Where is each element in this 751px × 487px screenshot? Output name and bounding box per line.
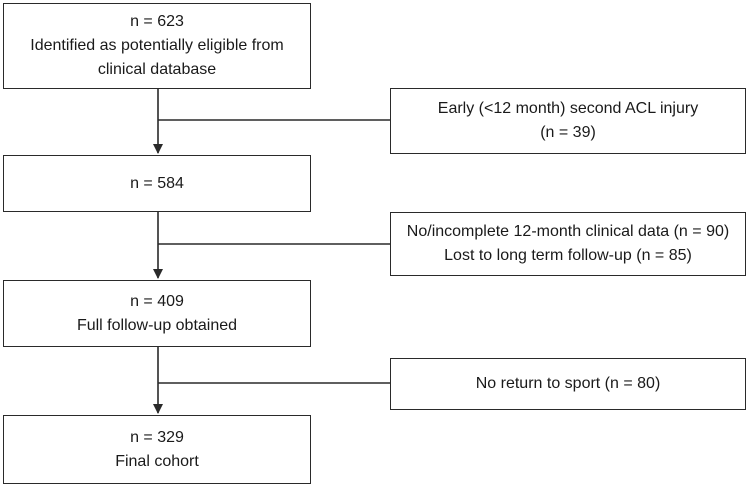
box-identified: n = 623 Identified as potentially eligib…	[3, 3, 311, 89]
exclusion-incomplete-data-line-1: No/incomplete 12-month clinical data (n …	[406, 223, 730, 240]
box-final-cohort-count: n = 329	[130, 428, 184, 446]
exclusion-no-return-desc: No return to sport (n = 80)	[475, 375, 661, 392]
box-identified-desc-2: clinical database	[97, 61, 217, 78]
exclusion-box-incomplete-data: No/incomplete 12-month clinical data (n …	[390, 212, 746, 276]
exclusion-early-injury-desc: Early (<12 month) second ACL injury	[437, 100, 699, 117]
box-full-followup: n = 409 Full follow-up obtained	[3, 280, 311, 347]
box-after-early-injury: n = 584	[3, 155, 311, 212]
box-full-followup-count: n = 409	[130, 292, 184, 310]
exclusion-early-injury-count: (n = 39)	[540, 124, 596, 141]
exclusion-box-early-injury: Early (<12 month) second ACL injury (n =…	[390, 88, 746, 154]
box-final-cohort: n = 329 Final cohort	[3, 415, 311, 484]
box-identified-desc: Identified as potentially eligible from	[30, 37, 284, 54]
box-after-early-injury-count: n = 584	[130, 174, 184, 192]
box-identified-count: n = 623	[130, 13, 184, 30]
exclusion-incomplete-data-line-2: Lost to long term follow-up (n = 85)	[444, 247, 692, 264]
box-final-cohort-desc: Final cohort	[115, 452, 199, 470]
exclusion-box-no-return: No return to sport (n = 80)	[390, 358, 746, 410]
box-full-followup-desc: Full follow-up obtained	[76, 316, 238, 334]
